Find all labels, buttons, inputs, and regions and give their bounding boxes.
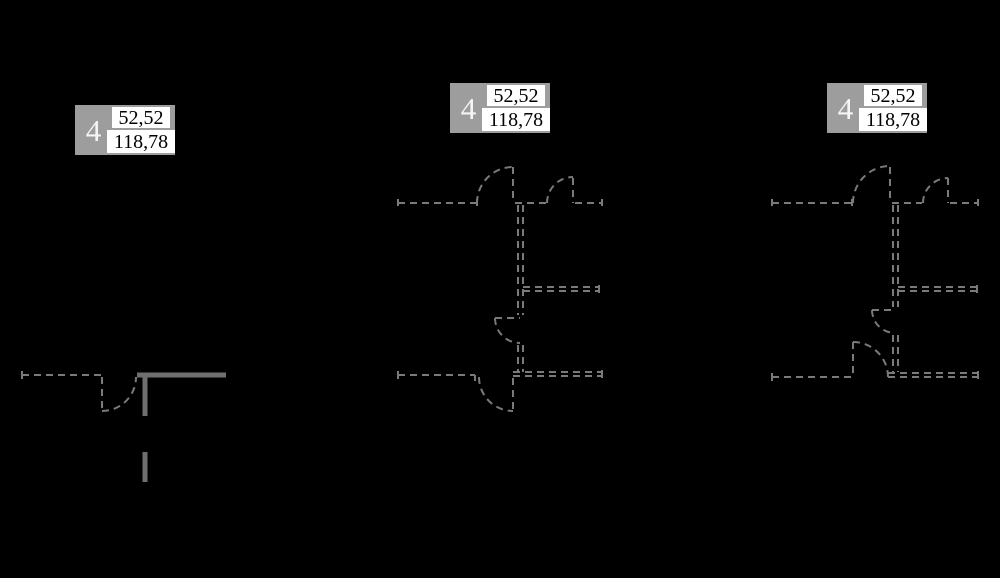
unit-number: 4 (85, 112, 102, 148)
unit-number: 4 (460, 90, 477, 126)
plan3-top-door1-arc (852, 165, 891, 204)
plan3-top-door2-arc (922, 177, 949, 204)
unit-area-top: 52,52 (864, 85, 922, 106)
unit-area-bottom: 118,78 (107, 130, 175, 153)
unit-area-bottom: 118,78 (859, 108, 927, 131)
unit-area-bottom: 118,78 (482, 108, 550, 131)
unit-number: 4 (837, 90, 854, 126)
plan3-bottom-door-arc (852, 341, 889, 378)
plan2-bottom-door-arc (478, 376, 514, 412)
plan2-interior-door-arc (494, 317, 521, 344)
plan3-interior-door-arc (871, 309, 896, 334)
unit-area-top: 52,52 (112, 107, 170, 128)
unit-label-3[interactable]: 4 52,52 118,78 (827, 83, 927, 133)
unit-area-top: 52,52 (487, 85, 545, 106)
plan2-top-door1-arc (476, 166, 514, 204)
plan2-top-door2-arc (546, 176, 574, 204)
unit-label-2[interactable]: 4 52,52 118,78 (450, 83, 550, 133)
plan1-door-arc (101, 376, 137, 412)
unit-label-1[interactable]: 4 52,52 118,78 (75, 105, 175, 155)
